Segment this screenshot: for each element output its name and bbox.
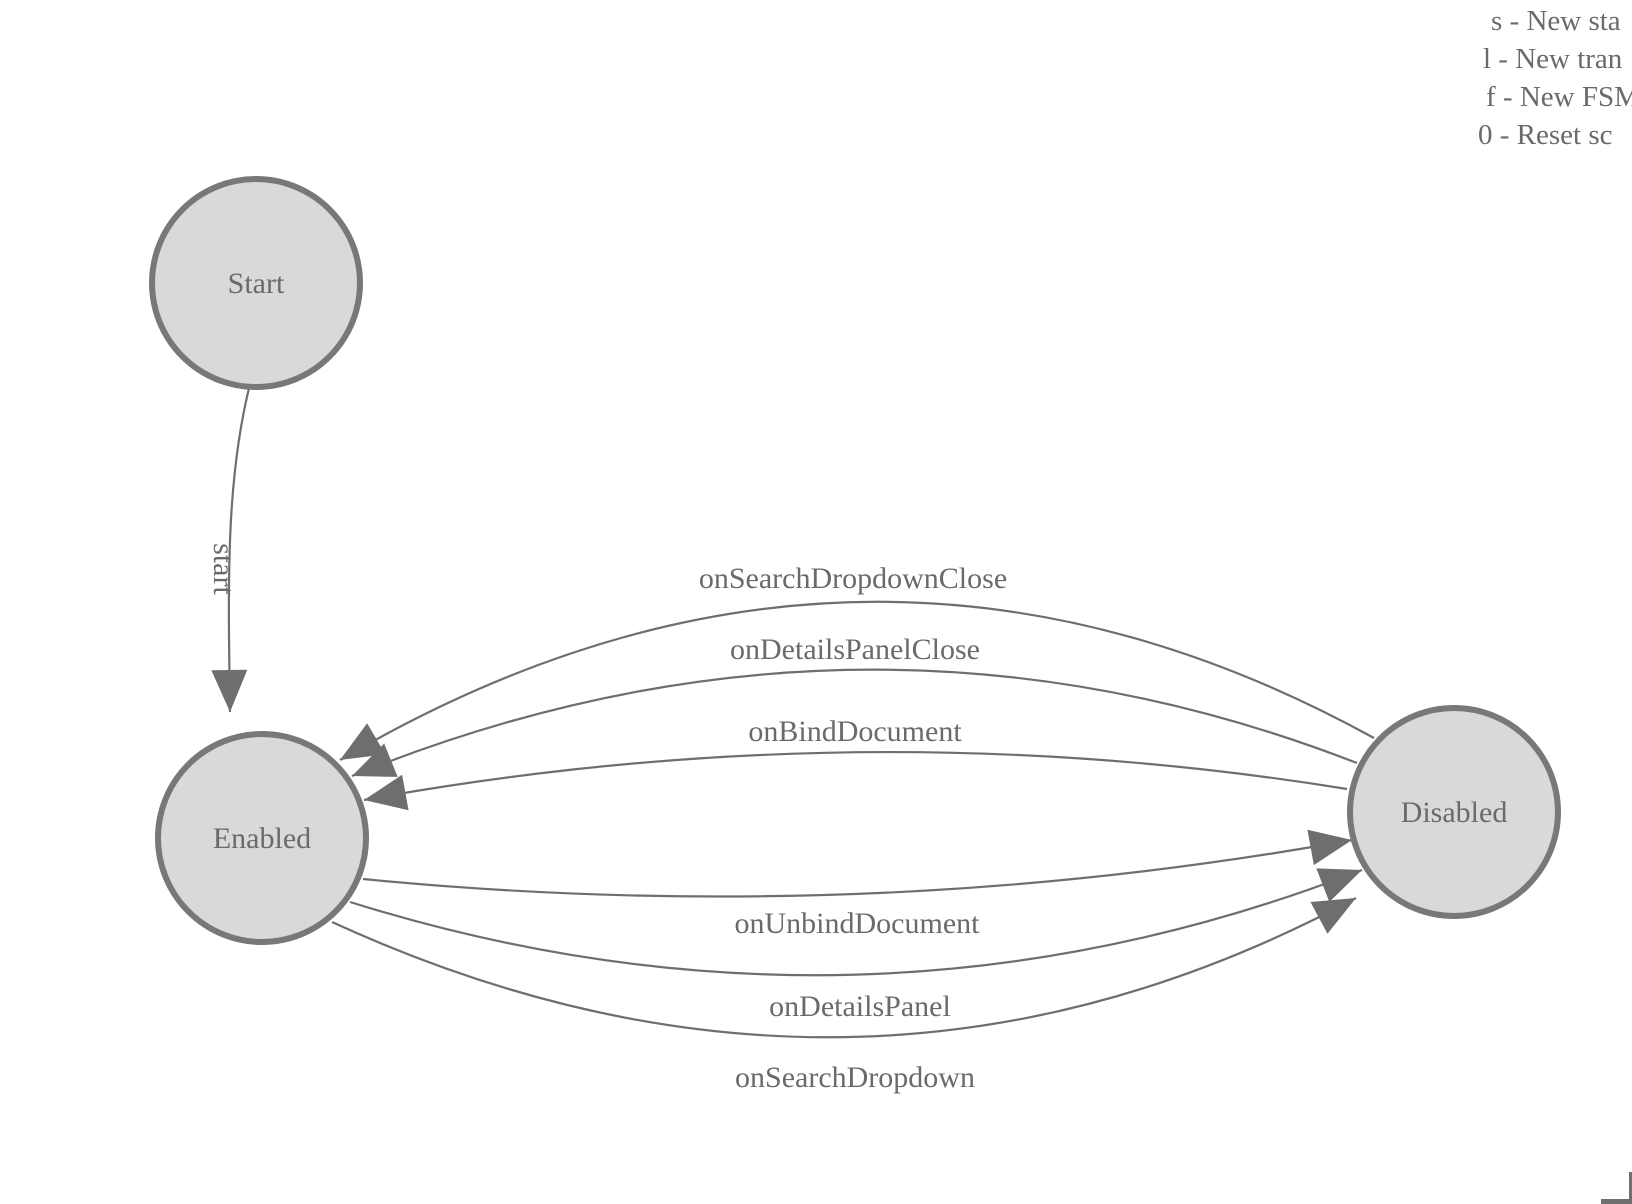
shortcut-reset-scale: 0 - Reset sc — [1478, 119, 1613, 151]
transition-edge-start[interactable] — [211, 383, 252, 713]
state-circle-enabled[interactable] — [155, 731, 369, 945]
transition-edge-ondetailspanel[interactable] — [349, 868, 1363, 977]
state-circle-disabled[interactable] — [1347, 705, 1561, 919]
state-label-start: Start — [228, 267, 285, 300]
transition-label-start[interactable]: start — [207, 543, 240, 595]
transition-label-ondetailspanelclose[interactable]: onDetailsPanelClose — [730, 633, 980, 666]
state-circle-start[interactable] — [149, 176, 363, 390]
state-node-enabled[interactable]: Enabled — [155, 731, 369, 945]
transition-edge-onsearchdropdown[interactable] — [331, 897, 1357, 1039]
shortcut-new-state: s - New sta — [1491, 5, 1621, 37]
state-label-disabled: Disabled — [1401, 796, 1508, 829]
transition-labels: start onSearchDropdownClose onDetailsPan… — [207, 543, 1007, 1094]
transition-edge-onsearchdropdownclose[interactable] — [339, 600, 1375, 761]
transition-edges — [211, 383, 1375, 1039]
corner-mark-vertical-bar — [1629, 1172, 1632, 1204]
transition-label-onunbinddocument[interactable]: onUnbindDocument — [735, 907, 981, 940]
transition-label-ondetailspanel[interactable]: onDetailsPanel — [769, 990, 951, 1023]
transition-edge-ondetailspanelclose[interactable] — [351, 668, 1358, 778]
state-label-enabled: Enabled — [213, 822, 311, 855]
state-node-disabled[interactable]: Disabled — [1347, 705, 1561, 919]
transition-edge-onunbinddocument[interactable] — [362, 829, 1353, 898]
canvas-corner-mark — [1601, 1172, 1632, 1204]
transition-edge-onbinddocument[interactable] — [363, 750, 1348, 811]
transition-label-onbinddocument[interactable]: onBindDocument — [748, 715, 962, 748]
transition-label-onsearchdropdown[interactable]: onSearchDropdown — [735, 1061, 975, 1094]
state-node-start[interactable]: Start — [149, 176, 363, 390]
shortcut-new-fsm: f - New FSM — [1486, 81, 1632, 113]
transition-label-onsearchdropdownclose[interactable]: onSearchDropdownClose — [699, 562, 1007, 595]
corner-mark-horizontal-bar — [1601, 1199, 1632, 1204]
shortcut-new-transition: l - New tran — [1483, 43, 1623, 75]
